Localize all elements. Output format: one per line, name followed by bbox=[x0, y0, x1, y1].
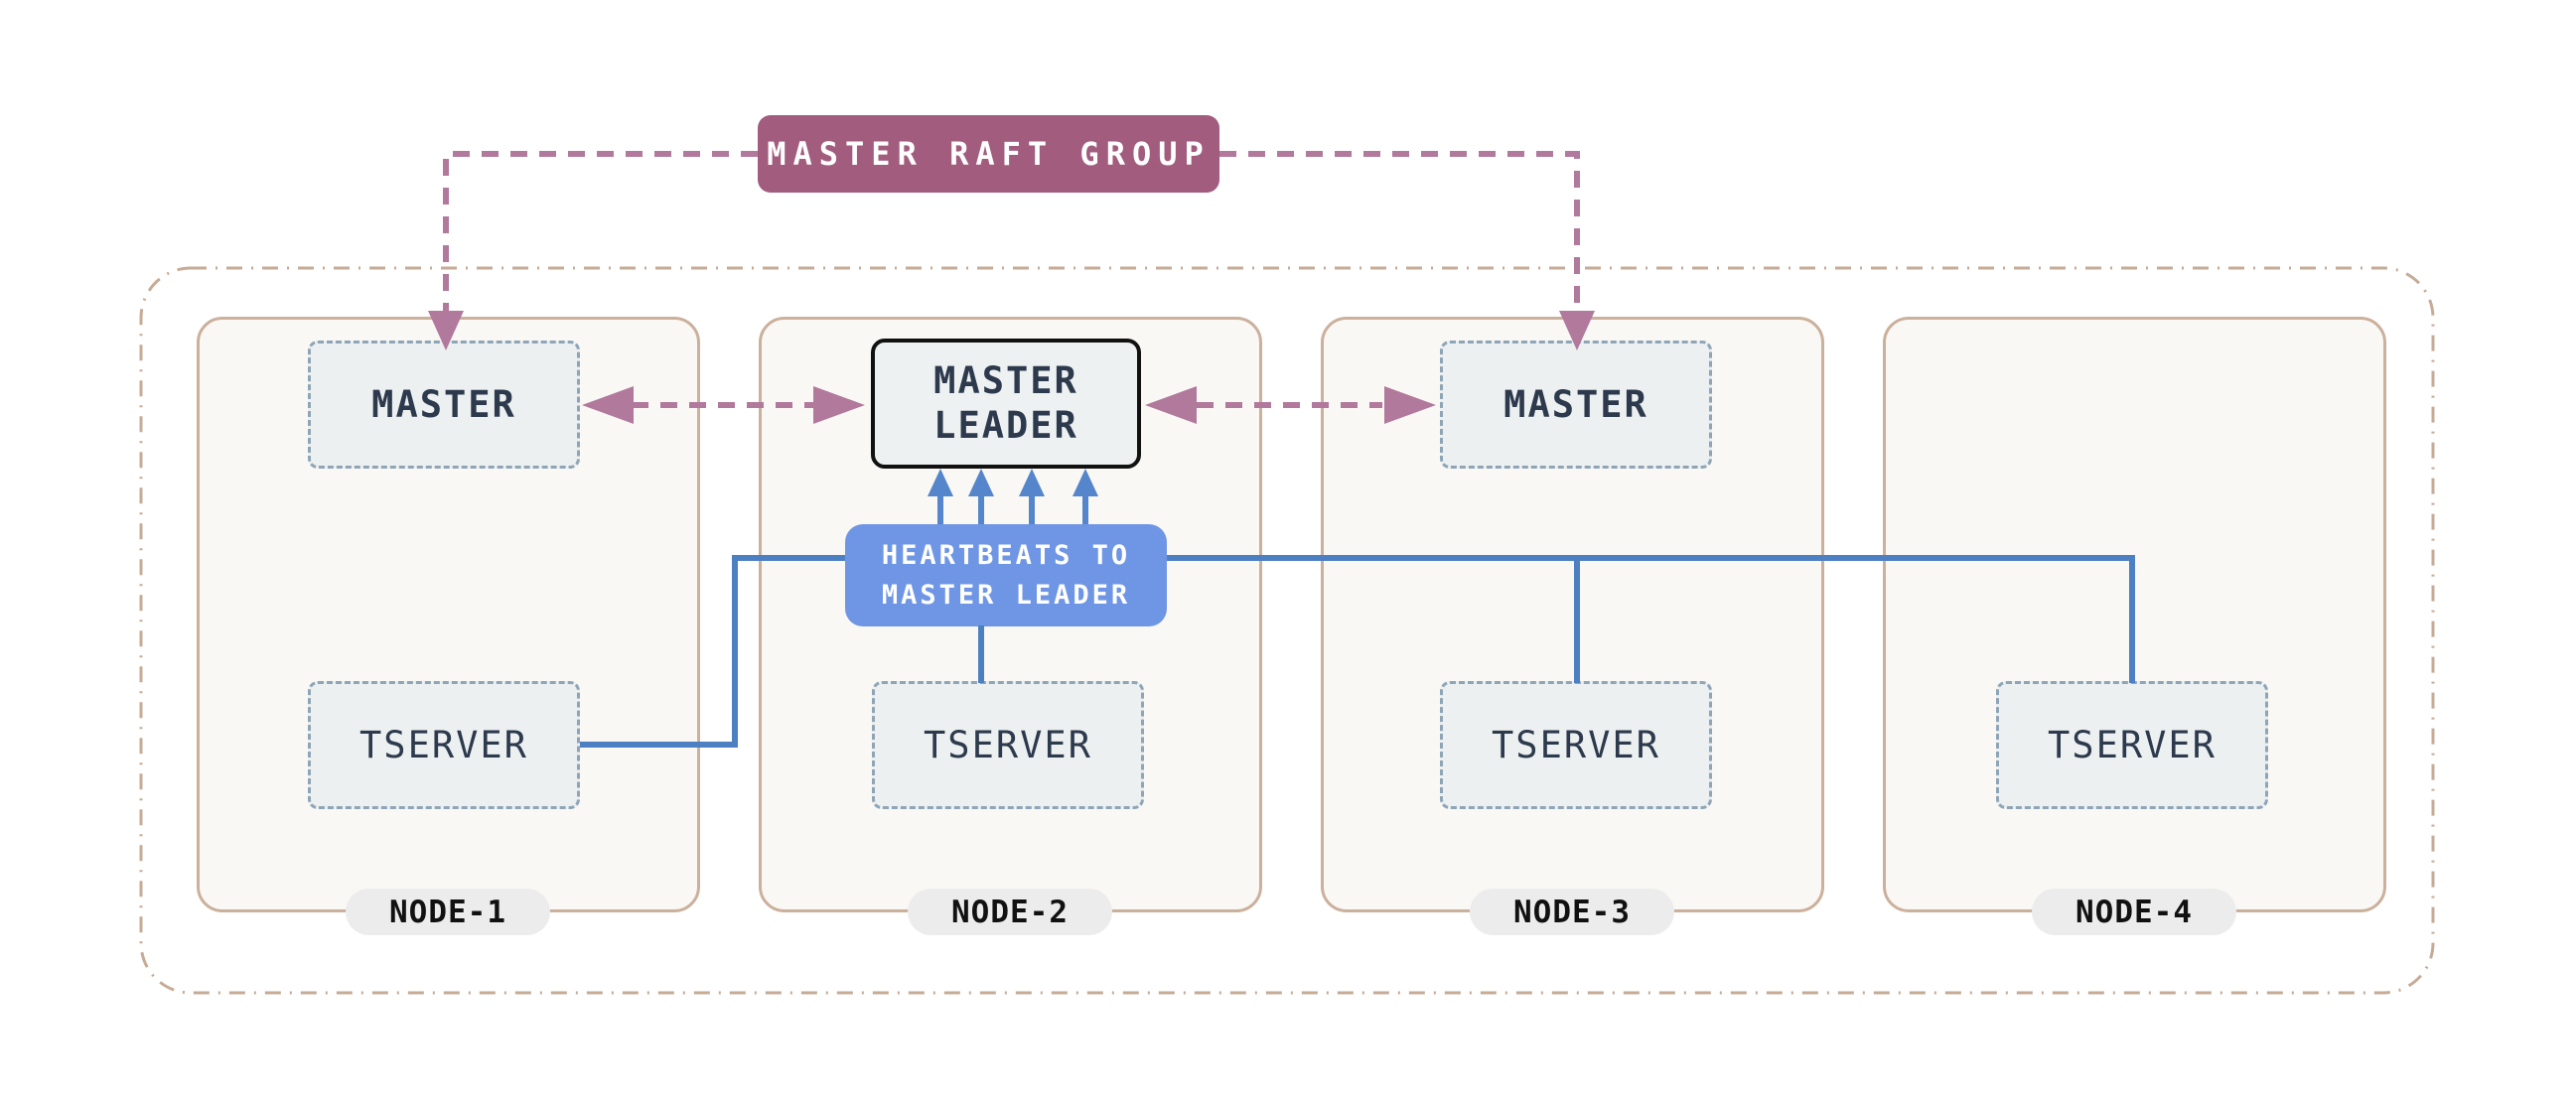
master-leader-label-line2: LEADER bbox=[933, 403, 1078, 447]
heartbeats-label-line2: MASTER LEADER bbox=[881, 579, 1131, 611]
node-3-master-box: MASTER bbox=[1440, 341, 1712, 469]
node-1-tserver-box: TSERVER bbox=[308, 681, 580, 809]
node-4-label: NODE-4 bbox=[2075, 894, 2193, 930]
node-2-tserver-box: TSERVER bbox=[872, 681, 1144, 809]
master-leader-label-line1: MASTER bbox=[933, 359, 1078, 403]
node-2-tserver-label: TSERVER bbox=[924, 724, 1092, 766]
node-4-tserver-label: TSERVER bbox=[2048, 724, 2217, 766]
raft-link-right bbox=[1219, 151, 1580, 314]
node-3-label: NODE-3 bbox=[1513, 894, 1631, 930]
node-3-tserver-label: TSERVER bbox=[1492, 724, 1660, 766]
node-1-master-label: MASTER bbox=[371, 383, 516, 426]
node-1-tserver-label: TSERVER bbox=[359, 724, 528, 766]
master-raft-group-banner: MASTER RAFT GROUP bbox=[758, 115, 1219, 193]
node-4-container bbox=[1883, 317, 2386, 912]
heartbeats-callout: HEARTBEATS TO MASTER LEADER bbox=[845, 524, 1167, 626]
node-1-label: NODE-1 bbox=[389, 894, 506, 930]
node-2-label-pill: NODE-2 bbox=[908, 889, 1112, 935]
node-3-label-pill: NODE-3 bbox=[1470, 889, 1674, 935]
heartbeats-label-line1: HEARTBEATS TO bbox=[881, 540, 1131, 572]
node-1-label-pill: NODE-1 bbox=[346, 889, 550, 935]
node-2-label: NODE-2 bbox=[951, 894, 1069, 930]
node-3-tserver-box: TSERVER bbox=[1440, 681, 1712, 809]
raft-link-left bbox=[443, 151, 758, 314]
node-3-master-label: MASTER bbox=[1503, 383, 1648, 426]
node-1-master-box: MASTER bbox=[308, 341, 580, 469]
node-4-tserver-box: TSERVER bbox=[1996, 681, 2268, 809]
node-2-master-leader-box: MASTER LEADER bbox=[871, 339, 1141, 469]
node-4-label-pill: NODE-4 bbox=[2032, 889, 2236, 935]
master-raft-group-label: MASTER RAFT GROUP bbox=[767, 135, 1211, 173]
